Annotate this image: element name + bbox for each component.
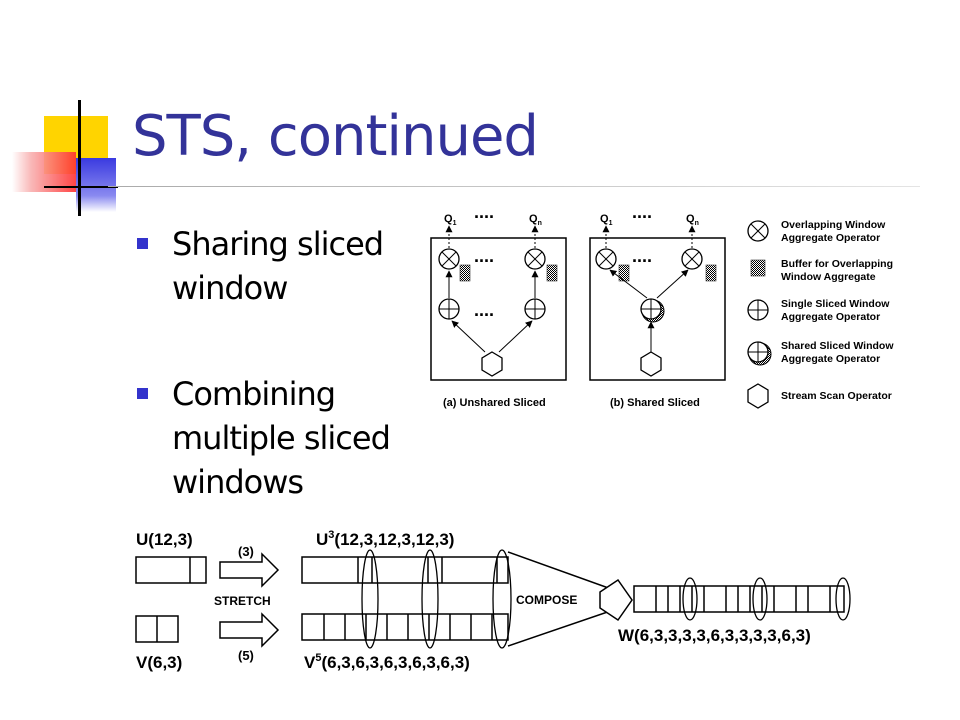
bullet-list: Sharing sliced window Combining multiple… <box>134 222 414 504</box>
flow-arrow <box>498 320 533 353</box>
logo-blue-square <box>76 158 116 212</box>
v-window-label: V(6,3) <box>136 653 182 672</box>
query-q1-label: Q1 <box>444 213 457 227</box>
dots-label: .... <box>632 202 652 222</box>
shared-sliced-window-aggregate-icon <box>640 298 665 323</box>
legend-label: Buffer for Overlapping <box>781 258 893 270</box>
compose-label: COMPOSE <box>516 593 577 607</box>
alignment-ellipse <box>361 549 379 649</box>
bullet-combining-sliced-windows: Combining multiple sliced windows <box>134 372 414 504</box>
query-qn-label: Qn <box>529 213 542 227</box>
overlapping-window-aggregate-icon <box>681 248 703 270</box>
v5-window-label: V5(6,3,6,3,6,3,6,3,6,3) <box>304 652 470 672</box>
legend: Overlapping Window Aggregate Operator Bu… <box>747 219 894 409</box>
page-title: STS, continued <box>132 104 539 169</box>
bullet-text: Combining multiple sliced windows <box>172 375 391 501</box>
legend-label: Window Aggregate <box>781 271 876 283</box>
v5-window <box>301 613 509 641</box>
buffer-icon <box>750 259 766 277</box>
dots-label: .... <box>474 202 494 222</box>
stream-scan-operator-icon <box>747 383 769 409</box>
panel-unshared-sliced: Q1 Qn .... .... .... (a) Unshared Slice <box>430 202 567 409</box>
alignment-ellipse <box>682 577 698 621</box>
single-sliced-window-aggregate-icon <box>747 299 769 321</box>
stretch-arrow-icon <box>219 552 280 588</box>
legend-label: Aggregate Operator <box>781 353 880 365</box>
stretch-arrow-icon <box>219 612 280 648</box>
logo-vertical-line <box>78 100 81 216</box>
u-window-label: U(12,3) <box>136 530 193 549</box>
logo-horizontal-line <box>44 186 118 188</box>
logo-red-bar <box>12 152 76 192</box>
stream-scan-operator-icon <box>481 351 503 377</box>
bullet-text: Sharing sliced window <box>172 225 384 307</box>
legend-label: Overlapping Window <box>781 219 886 231</box>
stream-scan-operator-icon <box>640 351 662 377</box>
stretch-compose-diagram: U(12,3) V(6,3) (3) STRETCH (5) U3(12,3,1… <box>135 529 851 672</box>
bullet-square-icon <box>137 388 148 399</box>
compose-arrow-icon <box>599 578 633 622</box>
w-window-label: W(6,3,3,3,3,6,3,3,3,3,6,3) <box>618 626 811 645</box>
title-underline <box>108 186 920 187</box>
single-sliced-window-aggregate-icon <box>524 298 546 320</box>
v-window <box>135 615 179 643</box>
panel-b-frame <box>589 237 726 381</box>
caption-shared: (b) Shared Sliced <box>610 397 700 409</box>
flow-arrow <box>451 320 486 353</box>
overlapping-window-aggregate-icon <box>747 220 769 242</box>
legend-label: Single Sliced Window <box>781 298 890 310</box>
alignment-ellipse <box>492 549 512 649</box>
dots-label: .... <box>474 300 494 320</box>
query-q1-label: Q1 <box>600 213 613 227</box>
w-window <box>633 585 845 613</box>
flow-arrow <box>656 269 689 299</box>
legend-label: Aggregate Operator <box>781 232 880 244</box>
dots-label: .... <box>474 246 494 266</box>
alignment-ellipse <box>752 577 768 621</box>
single-sliced-window-aggregate-icon <box>438 298 460 320</box>
flow-arrow <box>609 269 648 299</box>
buffer-icon <box>546 264 558 282</box>
u3-window <box>301 556 509 584</box>
caption-unshared: (a) Unshared Sliced <box>443 397 546 409</box>
query-qn-label: Qn <box>686 213 699 227</box>
u-window <box>135 556 207 584</box>
buffer-icon <box>459 264 471 282</box>
bullet-sharing-sliced-window: Sharing sliced window <box>134 222 414 310</box>
legend-label: Stream Scan Operator <box>781 390 892 402</box>
panel-a-frame <box>430 237 567 381</box>
legend-label: Shared Sliced Window <box>781 340 894 352</box>
alignment-ellipse <box>835 577 851 621</box>
buffer-icon <box>705 264 717 282</box>
buffer-icon <box>618 264 630 282</box>
legend-label: Aggregate Operator <box>781 311 880 323</box>
alignment-ellipse <box>421 549 439 649</box>
overlapping-window-aggregate-icon <box>438 248 460 270</box>
panel-shared-sliced: Q1 Qn .... .... (b) Shared Sliced <box>589 202 726 409</box>
overlapping-window-aggregate-icon <box>524 248 546 270</box>
stretch-label: STRETCH <box>214 594 271 608</box>
dots-label: .... <box>632 246 652 266</box>
stretch-factor-v: (5) <box>238 648 254 663</box>
shared-sliced-window-aggregate-icon <box>747 341 772 366</box>
u3-window-label: U3(12,3,12,3,12,3) <box>316 529 454 549</box>
stretch-factor-u: (3) <box>238 544 254 559</box>
overlapping-window-aggregate-icon <box>595 248 617 270</box>
bullet-square-icon <box>137 238 148 249</box>
